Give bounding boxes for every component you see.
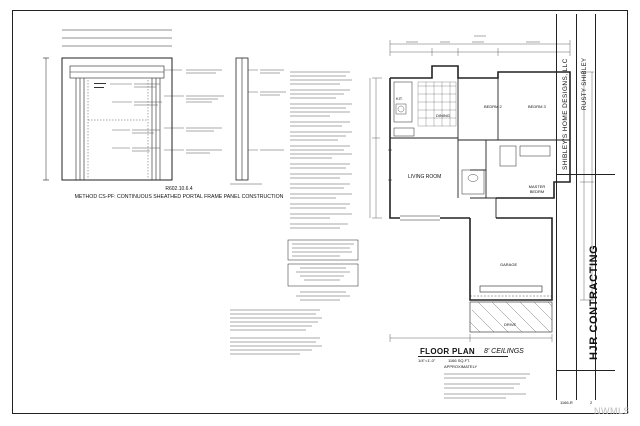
dimension-lines [369, 40, 594, 342]
floor-plan-walls [389, 65, 571, 301]
kitchen-tile [417, 81, 457, 127]
designer-name: RUSTY SHIBLEY [582, 57, 588, 110]
room-master: MASTER BEDRM [528, 184, 546, 194]
drawing-sheet [12, 10, 628, 414]
detail-studs [75, 78, 161, 180]
detail-callout [94, 82, 108, 91]
client-name: HJR CONTRACTING [588, 244, 600, 360]
room-dining: DINING [436, 113, 450, 118]
ceiling-height: 8' CEILINGS [484, 348, 524, 355]
title-block [556, 14, 615, 400]
note-box [287, 239, 359, 261]
plan-area: 1166 SQ.FT. [448, 358, 471, 363]
detail-section-number: R602.10.6.4 [165, 186, 193, 192]
sheet-number: 2 [590, 400, 593, 405]
title-underline [418, 356, 508, 357]
floor-plan-title: FLOOR PLAN [420, 347, 475, 356]
drive-hatch [469, 301, 553, 333]
room-living: LIVING ROOM [408, 174, 442, 180]
plan-approx: APPROXIMATELY [444, 364, 478, 369]
room-bed2: BEDRM 2 [484, 104, 502, 109]
room-kitchen: KIT. [396, 96, 403, 101]
detail-title: METHOD CS-PF: CONTINUOUS SHEATHED PORTAL… [74, 194, 284, 200]
portal-frame-outline [61, 57, 173, 181]
sheet-label: 1166-R [560, 400, 573, 405]
room-drive: DRIVE [504, 322, 517, 327]
garage-door [479, 285, 543, 293]
company-name: SHIBLEY'S HOME DESIGNS, LLC [562, 58, 569, 170]
watermark: NWMLS [594, 406, 630, 416]
room-garage: GARAGE [500, 262, 518, 267]
plan-scale: 1/4"=1'-0" [418, 358, 436, 363]
room-bed3: BEDRM 3 [528, 104, 546, 109]
